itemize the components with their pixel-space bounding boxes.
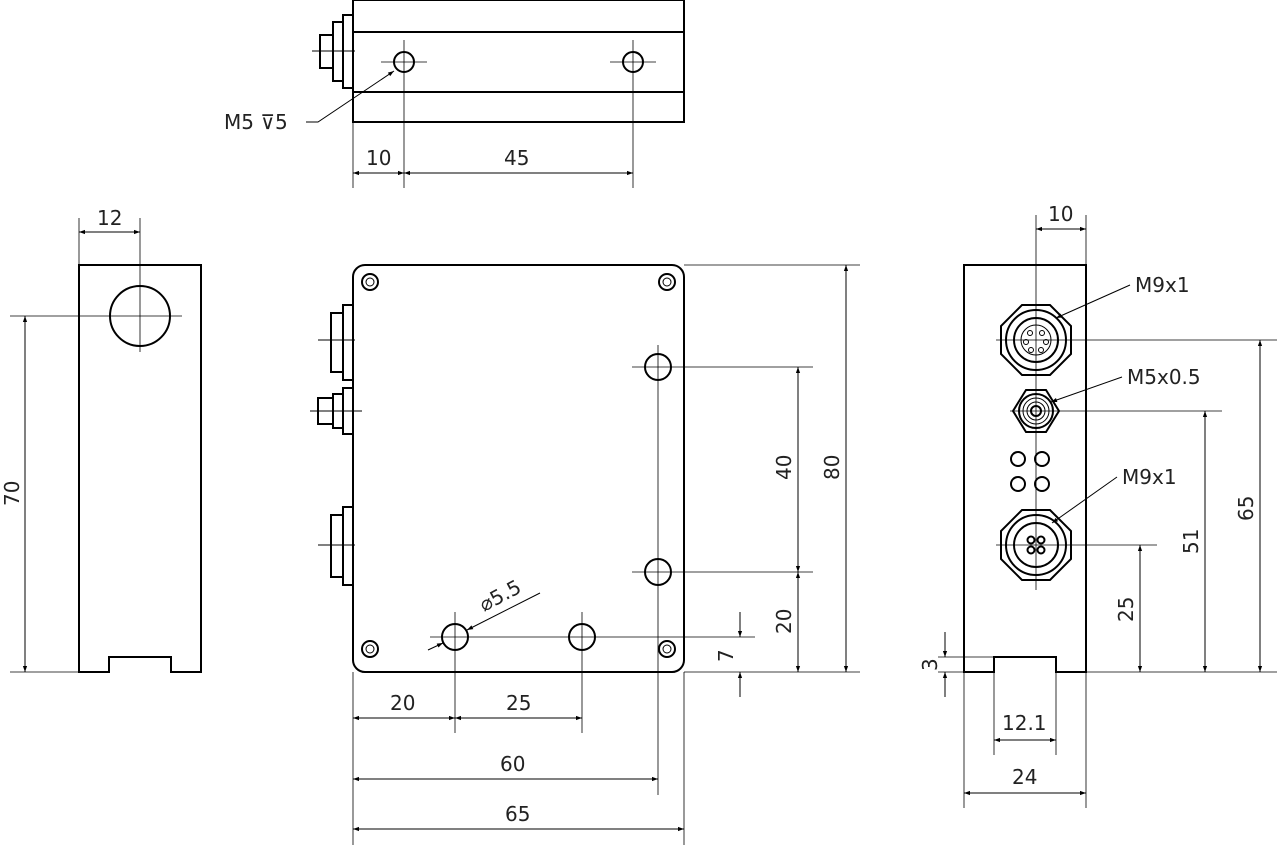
dim-label: 24 [1012,765,1037,789]
dim-label: 10 [1048,202,1073,226]
front-view: 40 20 80 7 20 25 60 65 ⌀5.5 [310,264,860,845]
led-indicators [1010,451,1050,492]
dim-label: 65 [1234,496,1258,521]
side-connector [312,14,355,89]
dim-label: 20 [772,609,796,634]
connector-label-middle: M5x0.5 [1127,365,1201,389]
dim-label: 70 [0,481,24,506]
hole-diameter-label: ⌀5.5 [475,575,525,617]
left-view: 12 70 [0,206,202,673]
dim-label: 10 [366,146,391,170]
connector-label-top: M9x1 [1135,273,1190,297]
dim-label: 51 [1179,529,1203,554]
dim-label: 40 [772,455,796,480]
dim-label: 65 [505,802,530,826]
dim-label: 45 [504,146,529,170]
dim-label: 80 [820,455,844,480]
dim-label: 12.1 [1002,711,1047,735]
connector-label-bottom: M9x1 [1122,465,1177,489]
dim-label: 60 [500,752,525,776]
dim-label: 25 [506,691,531,715]
thread-callout: M5 ⊽5 [224,110,288,134]
dim-label: 3 [918,658,942,671]
screw-icon [361,273,676,658]
dim-label: 12 [97,206,122,230]
top-view: M5 ⊽5 10 45 [224,0,685,188]
dim-label: 25 [1114,597,1138,622]
dim-label: 7 [714,649,738,662]
dim-label: 20 [390,691,415,715]
side-connectors [310,304,362,586]
right-view: 10 M9x1 M5x0.5 M9x1 65 51 25 3 12.1 24 [918,202,1277,808]
